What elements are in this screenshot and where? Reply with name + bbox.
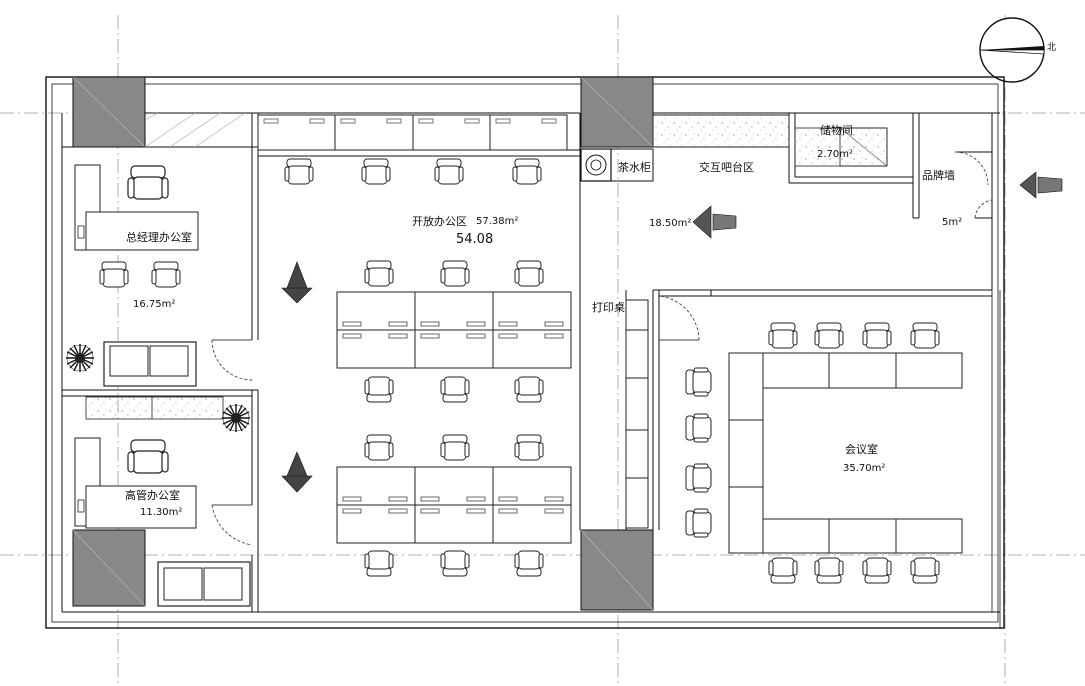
print-desk-name: 打印桌: [592, 301, 625, 314]
doors: [211, 151, 993, 546]
gm-office-furniture: [65, 164, 199, 387]
gm-office-area: 16.75m²: [133, 299, 176, 310]
open-office-note: 54.08: [456, 232, 494, 247]
brand-wall-name: 品牌墙: [922, 169, 955, 182]
meeting-room-name: 会议室: [845, 443, 878, 456]
open-office-name: 开放办公区: [412, 215, 467, 228]
wall-cabinets: [257, 114, 568, 151]
partitions: [62, 113, 992, 612]
storage-name: 储物间: [820, 124, 853, 137]
storage-area: 2.70m²: [817, 149, 854, 160]
exec-office-area: 11.30m²: [140, 507, 183, 518]
outer-walls: [45, 76, 1005, 629]
bar-counter: [652, 114, 790, 148]
direction-arrows: [281, 171, 1063, 493]
north-label: 北: [1047, 43, 1057, 53]
bar-area-area: 18.50m²: [649, 218, 692, 229]
gm-office-name: 总经理办公室: [126, 231, 192, 244]
meeting-room-area: 35.70m²: [843, 463, 886, 474]
exec-office-name: 高管办公室: [125, 489, 180, 502]
exec-office-furniture: [74, 396, 251, 607]
meeting-table: [685, 322, 963, 584]
open-office-area: 57.38m²: [476, 216, 519, 227]
tea-cabinet-name: 茶水柜: [618, 161, 651, 174]
north-arrow-icon: [979, 17, 1045, 83]
print-desk: [625, 299, 649, 529]
bar-area-name: 交互吧台区: [699, 161, 754, 174]
tea-cabinet-sink: [580, 148, 654, 182]
brand-wall-area: 5m²: [942, 217, 963, 228]
